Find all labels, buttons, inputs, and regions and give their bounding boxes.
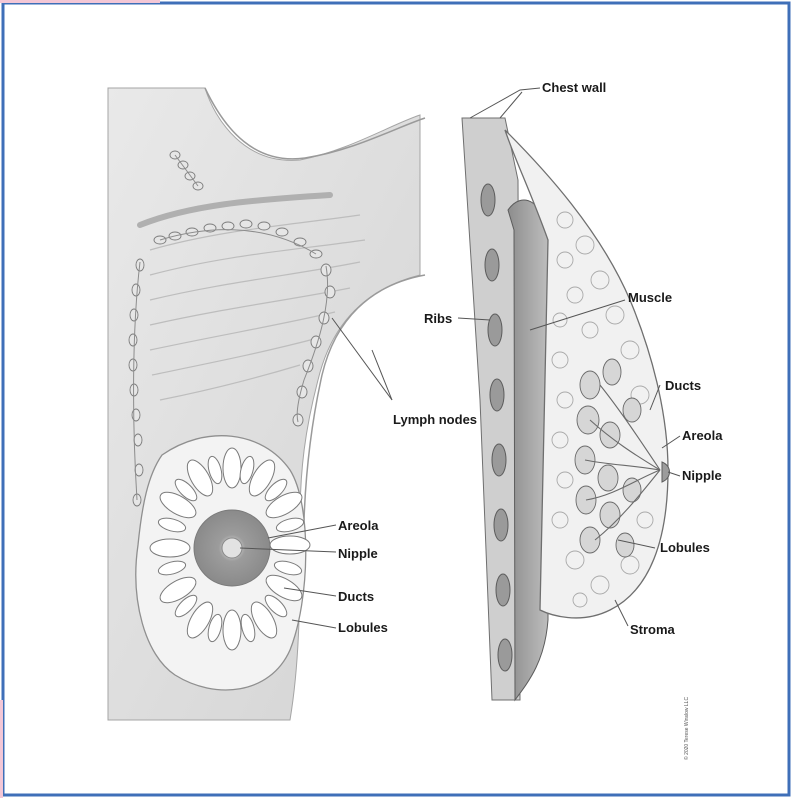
frame-top-left-accent bbox=[0, 0, 160, 3]
label-ducts-left: Ducts bbox=[338, 589, 374, 604]
label-chest-wall: Chest wall bbox=[542, 80, 606, 95]
right-figure bbox=[458, 88, 680, 700]
label-stroma: Stroma bbox=[630, 622, 676, 637]
label-ducts-right: Ducts bbox=[665, 378, 701, 393]
label-areola-left: Areola bbox=[338, 518, 379, 533]
label-muscle: Muscle bbox=[628, 290, 672, 305]
frame-left-accent bbox=[0, 700, 3, 798]
credit-text: © 2020 Terese Winslow LLC bbox=[683, 697, 690, 760]
label-ribs: Ribs bbox=[424, 311, 452, 326]
label-nipple-right: Nipple bbox=[682, 468, 722, 483]
label-nipple-left: Nipple bbox=[338, 546, 378, 561]
nipple bbox=[222, 538, 242, 558]
label-lobules-right: Lobules bbox=[660, 540, 710, 555]
label-lymph-nodes: Lymph nodes bbox=[393, 412, 477, 427]
label-lobules-left: Lobules bbox=[338, 620, 388, 635]
label-areola-right: Areola bbox=[682, 428, 723, 443]
